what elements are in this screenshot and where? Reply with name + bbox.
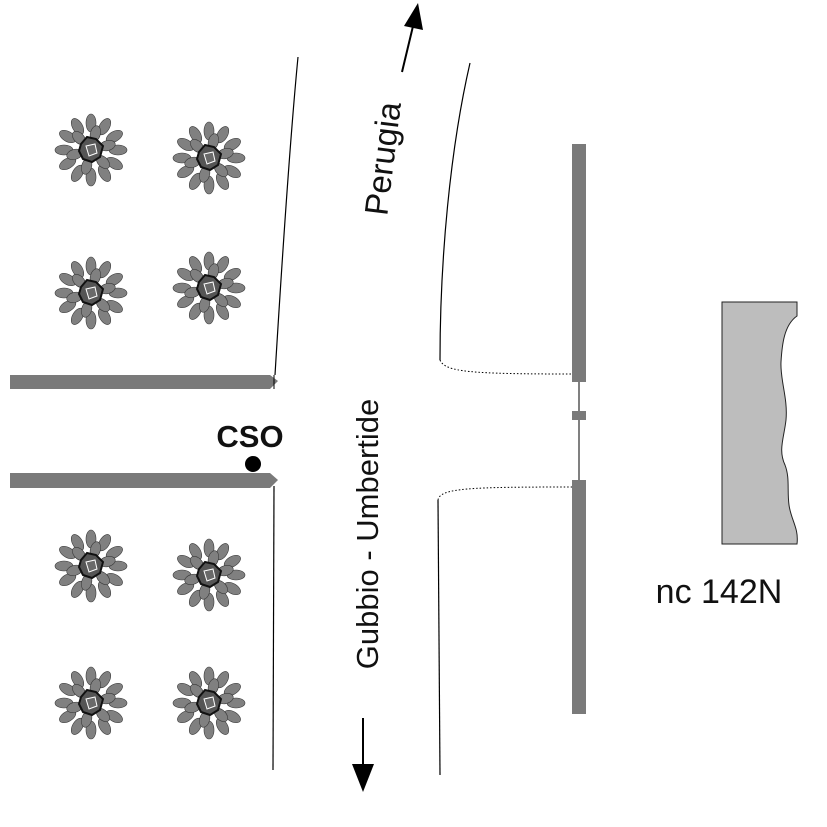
road-name-label: Gubbio - Umbertide bbox=[350, 399, 385, 670]
point-marker-icon bbox=[245, 456, 261, 472]
tree-icon bbox=[172, 666, 246, 740]
access-dotted-upper bbox=[439, 359, 573, 375]
arrow-icon bbox=[352, 718, 374, 792]
road-left-edge-upper bbox=[274, 56, 299, 376]
building-shape bbox=[721, 301, 798, 545]
road-right-edge-upper bbox=[439, 62, 471, 361]
right-wall-gate bbox=[572, 411, 586, 420]
outfall-point-label: CSO bbox=[216, 419, 283, 454]
right-wall-lower bbox=[572, 480, 586, 714]
tree-icon bbox=[172, 251, 246, 325]
access-dotted-lower bbox=[437, 486, 573, 501]
tree-icon bbox=[54, 113, 129, 187]
tree-icon bbox=[172, 538, 246, 612]
upper-left-wall bbox=[10, 375, 278, 389]
tree-icon bbox=[172, 121, 246, 195]
road-right-edge-lower bbox=[437, 499, 441, 776]
building-label: nc 142N bbox=[656, 573, 783, 611]
road-left-edge-lower bbox=[272, 485, 275, 771]
lower-left-wall bbox=[10, 473, 278, 488]
north-destination-label: Perugia bbox=[357, 99, 408, 217]
arrow-icon bbox=[401, 3, 423, 73]
tree-icon bbox=[54, 256, 129, 330]
tree-icon bbox=[54, 529, 129, 603]
right-wall-upper bbox=[572, 144, 586, 382]
tree-icon bbox=[54, 666, 129, 740]
